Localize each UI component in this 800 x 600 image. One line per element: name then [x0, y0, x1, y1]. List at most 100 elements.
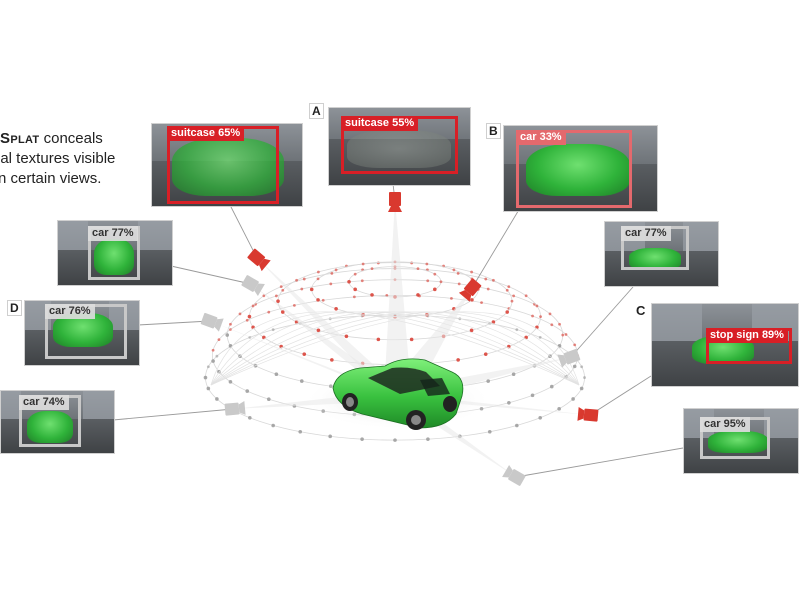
camera-sample-dot: [456, 358, 460, 362]
leader-lines: [112, 183, 684, 478]
camera-sample-dot: [334, 307, 338, 311]
detection-box: stop sign 89%: [706, 328, 792, 364]
view-letter-c: C: [636, 303, 646, 318]
camera-sample-dot: [347, 279, 351, 284]
detection-label: car 77%: [88, 226, 138, 241]
camera-sample-dot: [457, 282, 461, 286]
camera-sample-dot: [557, 407, 561, 411]
camera-sample-dot: [409, 337, 414, 342]
camera-sample-dot: [352, 295, 356, 299]
camera-sample-dot: [225, 333, 230, 337]
camera-sample-dot: [538, 335, 542, 339]
camera-sample-dot: [505, 288, 509, 292]
camera-icon: [502, 464, 526, 486]
camera-sample-dot: [531, 314, 534, 318]
leader-line: [170, 265, 252, 285]
camera-sample-dot: [292, 303, 296, 307]
render-view-car-77-right: car 77%: [604, 221, 719, 287]
camera-sample-dot: [486, 379, 491, 383]
camera-sample-dot: [334, 268, 338, 272]
camera-sample-dot: [539, 315, 542, 319]
render-view-d: car 76%: [24, 300, 140, 366]
camera-sample-dot: [281, 288, 285, 292]
camera-sample-dot: [535, 304, 539, 308]
camera-sample-dot: [321, 298, 325, 302]
camera-sample-dot: [558, 322, 561, 326]
view-letter-d: D: [7, 300, 22, 316]
longitude-arc: [210, 311, 580, 386]
camera-sample-dot: [564, 333, 568, 336]
detection-box: car 74%: [19, 395, 81, 447]
camera-sample-dot: [469, 328, 474, 333]
leader-line: [137, 320, 211, 326]
camera-sample-dot: [426, 279, 430, 283]
camera-sample-dot: [206, 365, 210, 369]
camera-sample-dot: [439, 280, 443, 284]
camera-sample-dot: [229, 322, 232, 326]
longitude-arc: [210, 311, 580, 386]
detection-label: car 95%: [700, 417, 750, 432]
camera-sample-dot: [530, 393, 535, 398]
camera-sample-dot: [376, 337, 381, 342]
camera-sample-dot: [238, 312, 242, 316]
camera-sample-dot: [279, 285, 283, 289]
detection-box: car 33%: [516, 130, 632, 208]
camera-sample-dot: [505, 310, 510, 314]
camera-sample-dot: [480, 301, 483, 304]
render-view-b: car 33%: [503, 125, 658, 212]
camera-sample-dot: [245, 318, 249, 322]
camera-sample-dot: [344, 334, 349, 339]
camera-sample-dot: [328, 434, 332, 439]
camera-sample-dot: [361, 262, 365, 266]
camera-sample-dot: [538, 415, 542, 420]
camera-sample-dot: [370, 267, 374, 271]
detection-label: car 74%: [19, 395, 69, 410]
camera-icon: [388, 192, 402, 212]
camera-sample-dot: [512, 294, 516, 298]
leader-line: [515, 447, 684, 478]
camera-sample-dot: [561, 333, 565, 337]
caption-line-1: conceals: [39, 130, 103, 147]
camera-sample-dot: [302, 277, 306, 281]
camera-sample-dot: [450, 296, 453, 300]
camera-sample-dot: [515, 328, 519, 332]
camera-sample-dot: [330, 271, 334, 275]
camera-sample-dot: [484, 277, 488, 281]
camera-sample-dot: [452, 268, 456, 272]
camera-sample-dot: [416, 267, 420, 271]
leader-line: [589, 375, 652, 416]
camera-sample-dot: [550, 323, 554, 327]
leader-line: [112, 408, 234, 421]
camera-sample-dot: [251, 304, 255, 308]
longitude-arc: [210, 311, 580, 386]
camera-sample-dot: [353, 287, 357, 292]
camera-sample-dot: [271, 328, 275, 332]
camera-sample-dot: [580, 365, 584, 369]
camera-sample-dot: [571, 397, 575, 401]
camera-sample-dot: [548, 312, 552, 316]
camera-icon: [577, 406, 599, 422]
camera-icon: [557, 348, 581, 368]
camera-sample-dot: [492, 278, 495, 282]
camera-sample-dot: [302, 352, 307, 356]
method-name: tSplat: [0, 130, 40, 147]
camera-sample-dot: [274, 372, 279, 376]
camera-sample-dot: [248, 415, 252, 420]
camera-sample-dot: [353, 272, 357, 276]
camera-sample-dot: [299, 379, 304, 383]
camera-sample-dot: [579, 386, 584, 391]
detection-box: car 77%: [621, 226, 689, 270]
camera-sample-dot: [211, 359, 215, 363]
camera-sample-dot: [515, 423, 519, 428]
view-letter-b: B: [486, 123, 501, 139]
detection-box: car 95%: [700, 417, 770, 459]
detection-box: car 76%: [45, 304, 127, 359]
camera-sample-dot: [483, 352, 488, 356]
camera-sample-dot: [360, 279, 364, 283]
longitude-arc: [210, 311, 580, 386]
camera-sample-dot: [266, 397, 271, 402]
view-ray: [384, 200, 412, 400]
leader-line: [471, 207, 521, 289]
detection-label: car 33%: [516, 130, 566, 145]
camera-sample-dot: [360, 437, 364, 441]
